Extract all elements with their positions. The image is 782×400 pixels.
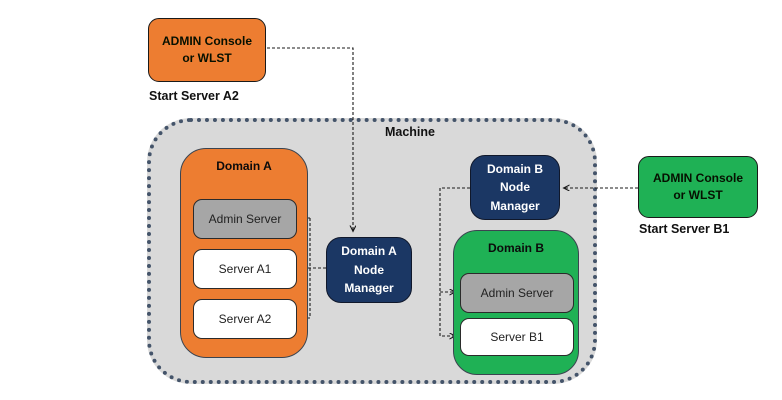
admin-console-a-line1: ADMIN Console <box>162 33 252 48</box>
admin-server-a: Admin Server <box>193 199 297 239</box>
server-a2: Server A2 <box>193 299 297 339</box>
admin-console-b: ADMIN Console or WLST <box>638 156 758 218</box>
nm-a-line3: Manager <box>344 281 394 296</box>
nm-a-line2: Node <box>354 262 384 277</box>
domain-b-node-manager: Domain B Node Manager <box>470 155 560 220</box>
domain-a-container: Domain A Admin Server Server A1 Server A… <box>180 148 308 358</box>
nm-b-line1: Domain B <box>486 161 543 176</box>
domain-a-node-manager: Domain A Node Manager <box>326 237 412 303</box>
admin-console-a-line2: or WLST <box>182 51 232 65</box>
admin-console-a: ADMIN Console or WLST <box>148 18 266 82</box>
server-b1: Server B1 <box>460 318 574 356</box>
server-a1: Server A1 <box>193 249 297 289</box>
admin-console-b-line1: ADMIN Console <box>653 170 743 185</box>
admin-console-b-line2: or WLST <box>673 188 723 202</box>
machine-label: Machine <box>384 125 435 139</box>
start-server-a2-caption: Start Server A2 <box>149 89 239 103</box>
domain-b-container: Domain B Admin Server Server B1 <box>453 230 579 375</box>
nm-a-line1: Domain A <box>341 244 397 259</box>
nm-b-line2: Node <box>500 180 530 195</box>
admin-server-b: Admin Server <box>460 273 574 313</box>
nm-b-line3: Manager <box>490 198 540 213</box>
domain-a-title: Domain A <box>216 159 272 173</box>
start-server-b1-caption: Start Server B1 <box>639 222 730 236</box>
domain-b-title: Domain B <box>487 241 544 255</box>
